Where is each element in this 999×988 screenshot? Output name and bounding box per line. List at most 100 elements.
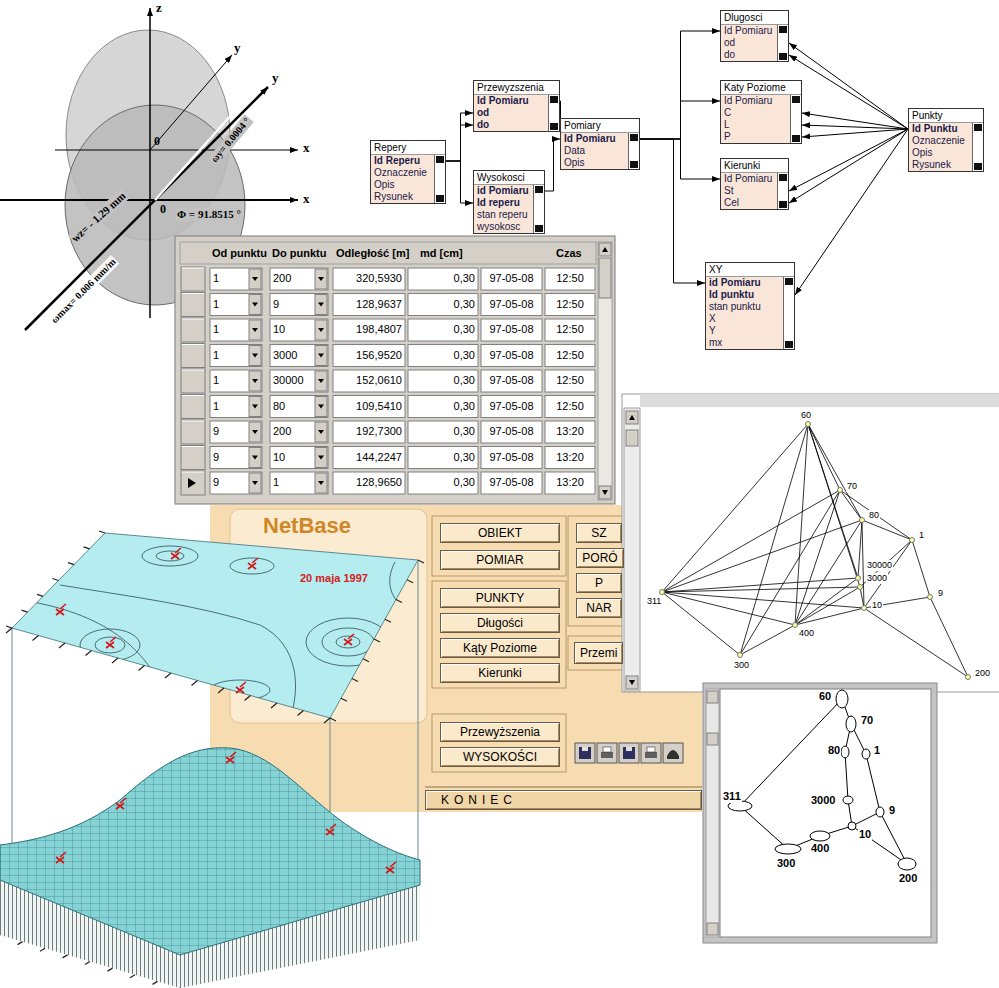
field-name: Id Pomiaru [721,25,788,37]
bevel-line [182,268,204,269]
station-point [858,585,863,590]
table-entity: PunktyId PunktuOznaczenieOpisRysunek [908,108,984,172]
axis-tick [53,579,59,581]
axis-tick [85,962,90,965]
dropdown-button [315,295,327,315]
station-point [793,623,798,628]
table-cell: 97-05-08 [484,349,539,362]
axis-label: z [156,0,162,16]
table-cell-box [481,370,542,392]
row-marker [188,478,196,488]
scroll-button [974,163,982,170]
relation-line [640,31,720,139]
table-cell-box [333,447,405,469]
window-frame [622,394,999,692]
station-point [838,488,843,493]
dropdown-arrow [318,379,324,383]
axis-tick [271,703,277,708]
dropdown-button [249,320,261,340]
window-ground [720,689,931,937]
scroll-button [779,53,787,60]
point-number: 400 [810,842,830,855]
error-ellipse [848,822,856,830]
entity-title: Kierunki [721,159,788,173]
scroll-button [550,123,558,130]
scroll-button [436,156,444,163]
relation-line [802,125,908,129]
observation-line [795,424,808,625]
scroll-arrow [629,680,635,685]
table-cell: 9 [273,298,313,311]
observation-line [795,608,864,625]
table-entity: XYid PomiaruId punktustan punktuXYmx [705,262,795,350]
row-selector [181,267,205,291]
value-label: ωmax= 0.006 mm/m [48,255,119,326]
axis-tick [130,975,135,978]
table-cell-box [481,268,542,290]
table-cell: 109,5410 [336,400,402,413]
scroll-track [706,689,719,937]
field-name: Id Reperu [371,155,445,167]
error-ellipse [836,690,848,708]
table-cell: 97-05-08 [484,298,539,311]
axis-tick [33,636,39,641]
scroll-button [626,411,638,424]
field-name: L [721,119,801,131]
station-point [660,590,665,595]
table-cell: 156,9520 [336,349,402,362]
button-text: KONIEC [441,793,517,807]
menu-button: Przemi [574,642,623,664]
bevel-line [182,293,204,294]
table-cell: 10 [273,323,313,336]
toolbar-icons [575,743,683,763]
observation-line [740,625,795,655]
point-number: 311 [646,596,662,607]
dropdown-arrow [252,456,258,460]
axis-tick [165,673,171,678]
table-cell: 9 [213,451,247,464]
table-cell: 10 [273,451,313,464]
scroll-button [707,691,718,703]
scroll-button [626,676,638,689]
table-cell-box [333,421,405,443]
axis-tick [86,651,92,656]
axis-tick [407,580,413,583]
dropdown-button [315,269,327,289]
point-number: 9 [888,804,896,817]
dropdown-arrow [252,481,258,485]
row-selector [181,293,205,317]
observation-line [662,592,864,608]
entity-title: Katy Poziome [721,81,801,95]
network-line [880,812,907,864]
error-ellipse [843,796,853,804]
dropdown-button [315,473,327,493]
scroll-button [792,96,800,103]
dropdown-button [249,397,261,417]
error-ellipse [898,858,916,870]
axis-tick [37,594,43,596]
menu-button: Długości [440,613,560,633]
button-text: Przemi [580,646,617,660]
field-name: P [721,131,801,143]
table-cell: 0,30 [411,272,475,285]
app-title: NetBase [263,513,351,539]
dropdown-arrow [318,430,324,434]
observation-line [860,587,864,608]
table-cell-box [408,294,478,316]
table-cell-box [270,472,328,494]
relation-line [446,113,473,161]
dropdown-button [249,269,261,289]
bevel-line [182,370,204,371]
relation-line [802,113,908,129]
row-selector [181,471,205,495]
observation-line [864,608,968,677]
table-cell: 97-05-08 [484,400,539,413]
observation-line [860,540,912,587]
table-cell-box [210,447,262,469]
table-cell-box [333,294,405,316]
observation-line [808,424,840,490]
window-frame [175,236,615,504]
observation-line [662,592,740,655]
